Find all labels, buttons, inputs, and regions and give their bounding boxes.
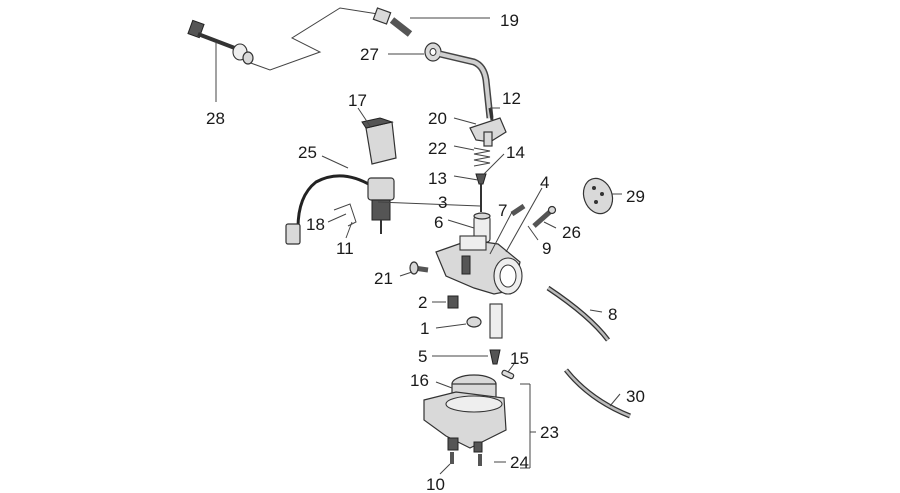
callout-15: 15 [510,349,529,368]
callout-11: 11 [336,239,354,258]
float-needle-5 [489,349,501,365]
callout-3: 3 [438,193,447,212]
callout-7: 7 [498,201,507,220]
callout-16: 16 [410,371,429,390]
callout-28: 28 [206,109,225,128]
carburetor-body [435,235,523,295]
spring-22 [473,147,491,167]
needle-13-14 [475,173,487,212]
callout-29: 29 [626,187,645,206]
callout-27: 27 [360,45,379,64]
float-bowl-16 [423,374,507,453]
callout-24: 24 [510,453,529,472]
callout-8: 8 [608,305,617,324]
callout-6: 6 [434,213,443,232]
callout-21: 21 [374,269,393,288]
callout-20: 20 [428,109,447,128]
adjust-screws [510,203,557,228]
tube-30 [564,368,631,419]
callout-10: 10 [426,475,445,493]
callout-13: 13 [428,169,447,188]
choke-cap-17 [361,117,397,165]
callout-14: 14 [506,143,525,162]
fuel-hose-assembly [187,7,379,71]
callout-5: 5 [418,347,427,366]
filter-disc-29 [582,177,614,215]
callout-1: 1 [420,319,429,338]
leader-lines [215,17,622,475]
jets-1-2 [447,295,503,339]
pin-15 [501,369,515,380]
callout-18: 18 [306,215,325,234]
electric-choke-25 [285,174,395,245]
fuel-tube-27 [424,42,494,119]
screw-21 [409,261,429,275]
tube-8 [546,285,610,342]
top-cap-20 [469,107,507,147]
callout-2: 2 [418,293,427,312]
callout-22: 22 [428,139,447,158]
callout-30: 30 [626,387,645,406]
callout-4: 4 [540,173,549,192]
callout-labels: 19 27 28 17 20 12 22 25 14 13 4 3 29 7 1… [206,11,645,493]
callout-12: 12 [502,89,521,108]
fuel-fitting-19 [372,7,413,37]
callout-23: 23 [540,423,559,442]
callout-19: 19 [500,11,519,30]
callout-17: 17 [348,91,367,110]
callout-26: 26 [562,223,581,242]
callout-25: 25 [298,143,317,162]
callout-9: 9 [542,239,551,258]
